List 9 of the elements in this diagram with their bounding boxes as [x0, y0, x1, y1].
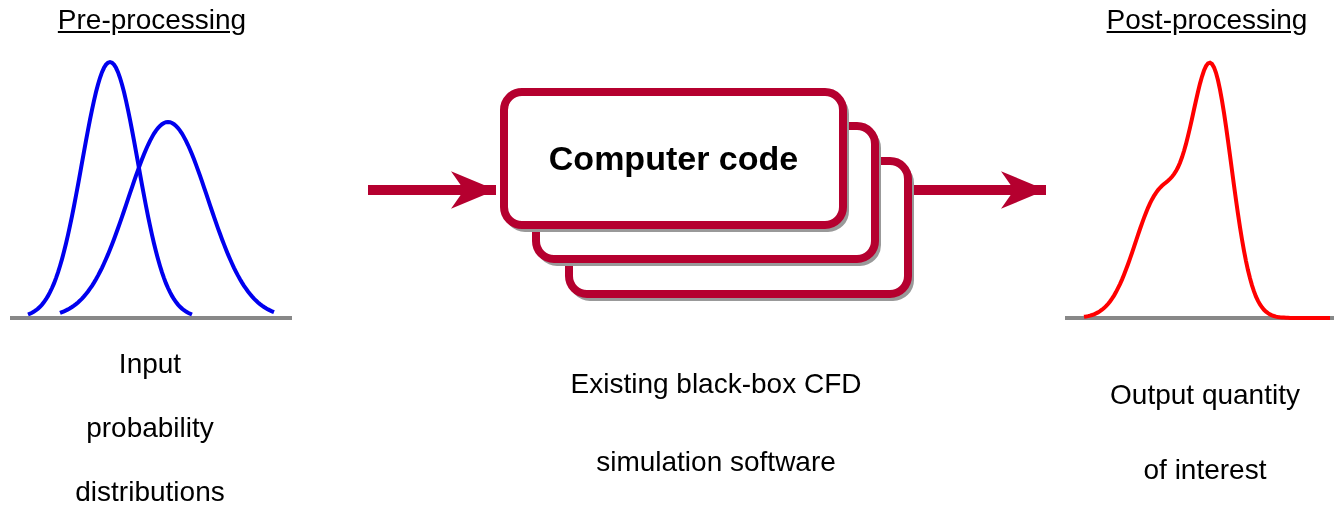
caption-text: Existing black-box CFD simulation software [569, 367, 863, 479]
process-box [500, 88, 912, 298]
section-heading: Pre-processing [56, 4, 248, 36]
caption-text: Output quantity of interest [1109, 378, 1301, 487]
section-heading: Post-processing [1105, 4, 1309, 36]
arrow [912, 171, 1046, 209]
caption-text: Input probability distributions [74, 347, 226, 509]
arrow [368, 171, 496, 209]
box-title: Computer code [547, 138, 800, 179]
